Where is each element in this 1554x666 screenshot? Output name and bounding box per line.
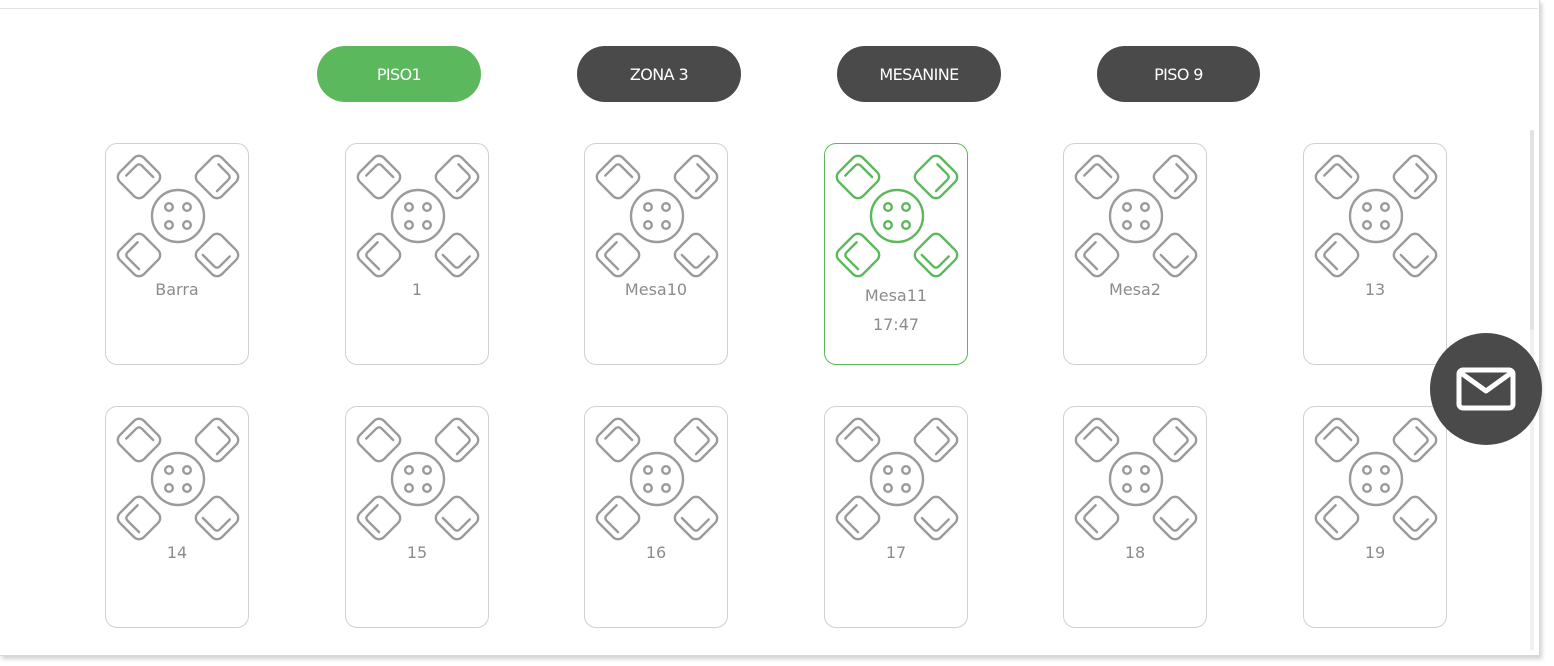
table-card-16[interactable]: 16 xyxy=(584,406,728,628)
table-name: 19 xyxy=(1364,543,1386,562)
table-with-chairs-icon xyxy=(593,152,721,280)
table-name: Barra xyxy=(155,280,199,299)
tab-piso-9[interactable]: PISO 9 xyxy=(1097,46,1260,102)
table-card-14[interactable]: 14 xyxy=(105,406,249,628)
table-name: Mesa10 xyxy=(624,280,688,299)
table-with-chairs-icon xyxy=(833,152,961,280)
floor-plan-panel: PISO1 ZONA 3 MESANINE PISO 9 Barra 1 Mes… xyxy=(0,0,1540,656)
table-with-chairs-icon xyxy=(1312,415,1440,543)
table-card-mesa11[interactable]: Mesa11 17:47 xyxy=(824,143,968,365)
tab-zona-3[interactable]: ZONA 3 xyxy=(577,46,741,102)
table-with-chairs-icon xyxy=(593,415,721,543)
table-card-barra[interactable]: Barra xyxy=(105,143,249,365)
table-time: 17:47 xyxy=(872,315,920,334)
table-card-18[interactable]: 18 xyxy=(1063,406,1207,628)
table-card-1[interactable]: 1 xyxy=(345,143,489,365)
mail-icon xyxy=(1456,367,1516,411)
table-name: 13 xyxy=(1364,280,1386,299)
tab-mesanine[interactable]: MESANINE xyxy=(837,46,1001,102)
top-divider xyxy=(0,8,1538,9)
table-with-chairs-icon xyxy=(354,415,482,543)
mail-button[interactable] xyxy=(1430,333,1542,445)
table-with-chairs-icon xyxy=(1072,152,1200,280)
table-with-chairs-icon xyxy=(1312,152,1440,280)
table-card-mesa2[interactable]: Mesa2 xyxy=(1063,143,1207,365)
table-name: 16 xyxy=(645,543,667,562)
table-card-13[interactable]: 13 xyxy=(1303,143,1447,365)
table-card-17[interactable]: 17 xyxy=(824,406,968,628)
tab-label: MESANINE xyxy=(879,64,959,84)
table-name: Mesa11 xyxy=(864,286,928,305)
table-card-19[interactable]: 19 xyxy=(1303,406,1447,628)
table-card-mesa10[interactable]: Mesa10 xyxy=(584,143,728,365)
table-with-chairs-icon xyxy=(114,415,242,543)
table-name: 1 xyxy=(411,280,423,299)
table-with-chairs-icon xyxy=(833,415,961,543)
tab-label: PISO 9 xyxy=(1154,64,1203,84)
tab-label: PISO1 xyxy=(376,64,422,84)
table-with-chairs-icon xyxy=(354,152,482,280)
scrollbar-thumb[interactable] xyxy=(1530,130,1534,330)
table-name: Mesa2 xyxy=(1109,280,1161,299)
table-with-chairs-icon xyxy=(1072,415,1200,543)
tab-piso1[interactable]: PISO1 xyxy=(317,46,481,102)
table-name: 17 xyxy=(885,543,907,562)
table-with-chairs-icon xyxy=(114,152,242,280)
table-card-15[interactable]: 15 xyxy=(345,406,489,628)
table-name: 15 xyxy=(406,543,428,562)
tab-label: ZONA 3 xyxy=(629,64,689,84)
table-name: 18 xyxy=(1124,543,1146,562)
table-name: 14 xyxy=(166,543,188,562)
